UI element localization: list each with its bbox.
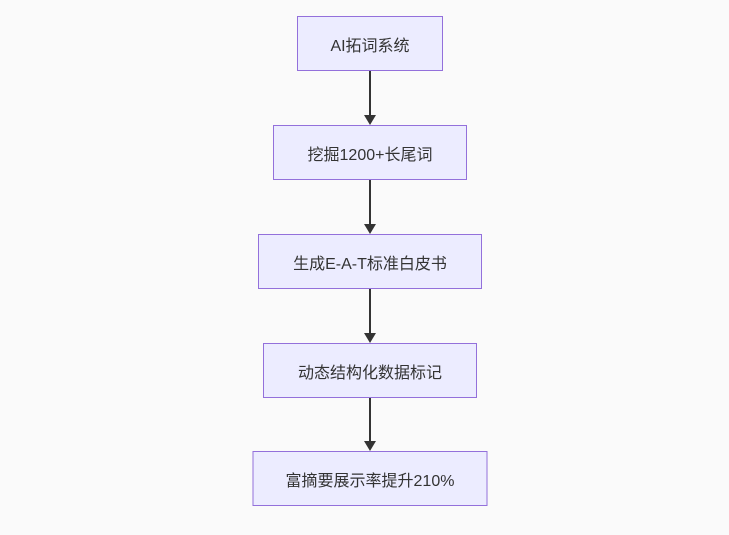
flow-node-label: AI拓词系统 (330, 37, 410, 55)
flow-connector (364, 180, 376, 234)
arrowhead-down-icon (364, 441, 376, 451)
arrow-line (369, 71, 371, 115)
arrowhead-down-icon (364, 333, 376, 343)
flow-node-label: 挖掘1200+长尾词 (307, 146, 433, 164)
flow-node-label: 富摘要展示率提升210% (285, 472, 455, 490)
flow-node-label: 生成E-A-T标准白皮书 (293, 255, 447, 273)
flow-connector (364, 289, 376, 343)
flow-node-dynamic-structured-data-markup: 动态结构化数据标记 (263, 343, 477, 398)
flow-node-mine-longtail-keywords: 挖掘1200+长尾词 (273, 125, 467, 180)
flow-connector (364, 398, 376, 451)
flow-connector (364, 71, 376, 125)
flow-node-ai-word-expansion-system: AI拓词系统 (297, 16, 443, 71)
flow-node-label: 动态结构化数据标记 (297, 364, 442, 382)
flow-node-rich-snippet-rate-increase: 富摘要展示率提升210% (252, 451, 488, 506)
arrow-line (369, 289, 371, 333)
arrowhead-down-icon (364, 224, 376, 234)
arrowhead-down-icon (364, 115, 376, 125)
flow-node-generate-eat-whitepaper: 生成E-A-T标准白皮书 (258, 234, 482, 289)
arrow-line (369, 180, 371, 224)
arrow-line (369, 398, 371, 441)
